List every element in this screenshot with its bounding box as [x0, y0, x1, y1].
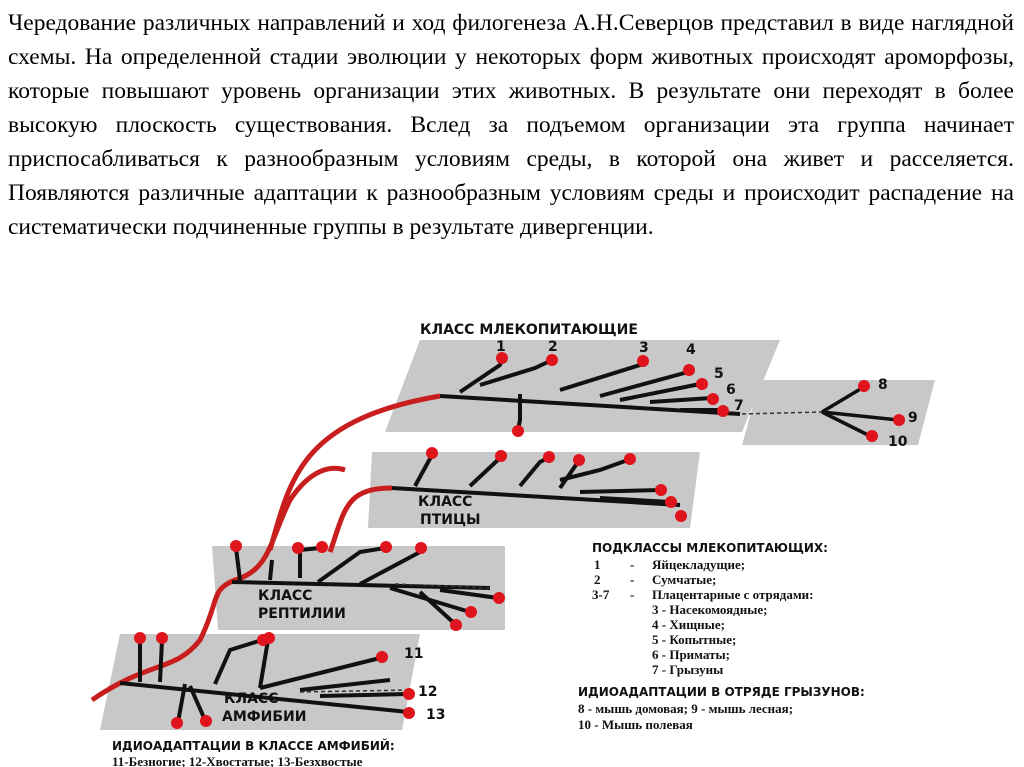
plane-birds	[368, 452, 700, 528]
legend-mammals-num-2: 2	[594, 572, 601, 587]
node-bird-b	[495, 450, 507, 462]
mammals-title: КЛАСС МЛЕКОПИТАЮЩИЕ	[420, 322, 638, 338]
node-8	[858, 380, 870, 392]
legend-mammals-text-2: Сумчатые;	[652, 572, 716, 587]
node-6	[707, 393, 719, 405]
rodents-tree	[821, 386, 899, 438]
reptile-link	[394, 583, 491, 589]
legend-mammals-dash-2: -	[630, 572, 634, 587]
node-4	[683, 364, 695, 376]
label-4: 4	[686, 342, 696, 358]
node-amph-f	[200, 715, 212, 727]
description-paragraph: Чередование различных направлений и ход …	[8, 10, 1014, 240]
legend-amphibians-title: ИДИОАДАПТАЦИИ В КЛАССЕ АМФИБИЙ:	[112, 738, 395, 753]
legend-mammals-text-8: 7 - Грызуны	[652, 662, 723, 677]
label-12: 12	[418, 684, 437, 700]
label-13: 13	[426, 707, 445, 723]
amphibians-label-line2: АМФИБИИ	[222, 709, 306, 725]
legend-rodents: ИДИОАДАПТАЦИИ В ОТРЯДЕ ГРЫЗУНОВ: 8 - мыш…	[578, 685, 865, 732]
label-8: 8	[878, 377, 888, 393]
legend-amphibians: ИДИОАДАПТАЦИИ В КЛАССЕ АМФИБИЙ: 11-Безно…	[112, 738, 395, 767]
plane-reptiles	[212, 546, 505, 630]
evolution-trunk-birds	[327, 485, 393, 553]
reptiles-label-line1: КЛАСС	[258, 588, 312, 604]
nodes	[134, 352, 905, 729]
legend-amphibians-line1: 11-Безногие; 12-Хвостатые; 13-Безхвостые	[112, 754, 363, 767]
label-3: 3	[639, 340, 649, 356]
legend-mammals-dash-1: -	[630, 557, 634, 572]
evolution-trunk	[90, 465, 346, 703]
legend-rodents-line1: 8 - мышь домовая; 9 - мышь лесная;	[578, 701, 793, 716]
birds-label-line1: КЛАСС	[418, 494, 472, 510]
node-amph-b	[156, 632, 168, 644]
node-rep-e	[415, 542, 427, 554]
phylogeny-diagram: КЛАСС МЛЕКОПИТАЮЩИЕ КЛАСС ПТИЦЫ КЛАСС РЕ…	[90, 322, 935, 767]
node-rep-h	[450, 619, 462, 631]
label-9: 9	[908, 410, 918, 426]
node-3	[637, 355, 649, 367]
label-5: 5	[714, 366, 724, 382]
node-5	[696, 378, 708, 390]
node-bird-c	[543, 451, 555, 463]
legend-mammals: ПОДКЛАССЫ МЛЕКОПИТАЮЩИХ: 1 - Яйцекладущи…	[592, 541, 828, 677]
legend-mammals-num-3: 3-7	[592, 587, 610, 602]
node-rep-c	[316, 541, 328, 553]
amphibians-label-line1: КЛАСС	[224, 691, 278, 707]
node-bird-h	[675, 510, 687, 522]
node-2	[546, 354, 558, 366]
legend-mammals-text-1: Яйцекладущие;	[652, 557, 745, 572]
node-9	[893, 414, 905, 426]
node-10	[866, 430, 878, 442]
legend-mammals-text-7: 6 - Приматы;	[652, 647, 730, 662]
node-bird-g	[665, 496, 677, 508]
label-2: 2	[548, 339, 558, 355]
node-bird-f	[655, 484, 667, 496]
node-bird-a	[426, 447, 438, 459]
node-7	[717, 405, 729, 417]
node-12	[403, 688, 415, 700]
node-rep-g	[465, 606, 477, 618]
node-amph-a	[134, 632, 146, 644]
node-rep-f	[493, 592, 505, 604]
node-bird-e	[624, 453, 636, 465]
node-bird-d	[573, 454, 585, 466]
legend-mammals-title: ПОДКЛАССЫ МЛЕКОПИТАЮЩИХ:	[592, 541, 828, 555]
plane-mammals	[385, 340, 780, 432]
legend-mammals-text-4: 3 - Насекомоядные;	[652, 602, 768, 617]
node-rep-b	[292, 542, 304, 554]
rodent-link	[741, 411, 823, 415]
reptiles-label-line2: РЕПТИЛИИ	[258, 606, 346, 622]
node-rep-a	[230, 540, 242, 552]
node-11	[376, 651, 388, 663]
birds-tree	[391, 454, 681, 507]
legend-mammals-num-1: 1	[594, 557, 601, 572]
label-11: 11	[404, 646, 423, 662]
birds-label-line2: ПТИЦЫ	[420, 512, 480, 528]
legend-mammals-text-6: 5 - Копытные;	[652, 632, 736, 647]
amphibians-tree	[119, 638, 409, 723]
legend-mammals-text-5: 4 - Хищные;	[652, 617, 725, 632]
node-13	[403, 707, 415, 719]
label-10: 10	[888, 434, 908, 450]
node-rep-d	[380, 541, 392, 553]
legend-rodents-line2: 10 - Мышь полевая	[578, 717, 693, 732]
label-1: 1	[496, 339, 506, 355]
legend-rodents-title: ИДИОАДАПТАЦИИ В ОТРЯДЕ ГРЫЗУНОВ:	[578, 685, 865, 699]
label-6: 6	[726, 382, 736, 398]
label-7: 7	[734, 398, 744, 414]
node-amph-e	[171, 717, 183, 729]
node-1	[496, 352, 508, 364]
evolution-trunk-mammals	[267, 393, 441, 551]
node-mammals-extinct	[512, 425, 524, 437]
legend-mammals-text-3: Плацентарные с отрядами:	[652, 587, 814, 602]
node-amph-d	[263, 632, 275, 644]
legend-mammals-dash-3: -	[630, 587, 634, 602]
